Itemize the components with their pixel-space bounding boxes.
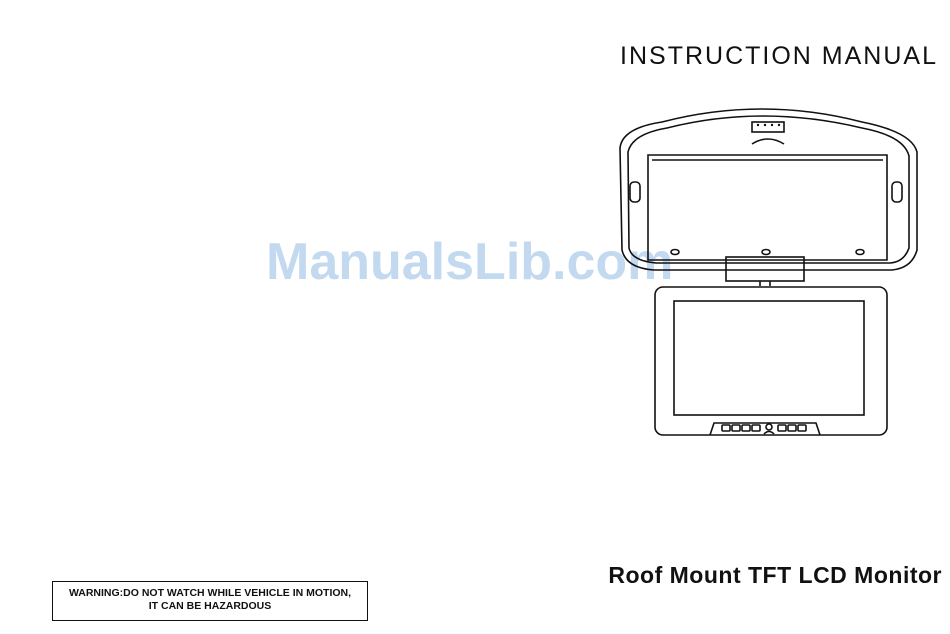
right-handle — [892, 182, 902, 202]
screen-display — [674, 301, 864, 415]
warning-box: WARNING:DO NOT WATCH WHILE VEHICLE IN MO… — [52, 581, 368, 621]
product-title: Roof Mount TFT LCD Monitor — [608, 562, 942, 589]
led-panel — [752, 122, 784, 132]
warning-line-1: WARNING:DO NOT WATCH WHILE VEHICLE IN MO… — [53, 587, 367, 600]
warning-line-2: IT CAN BE HAZARDOUS — [53, 600, 367, 613]
screen-frame — [655, 287, 887, 435]
page-title: INSTRUCTION MANUAL — [620, 42, 938, 71]
left-handle — [630, 182, 640, 202]
roof-monitor-illustration — [612, 100, 932, 445]
folded-screen — [648, 155, 887, 260]
housing-outline — [620, 109, 917, 270]
